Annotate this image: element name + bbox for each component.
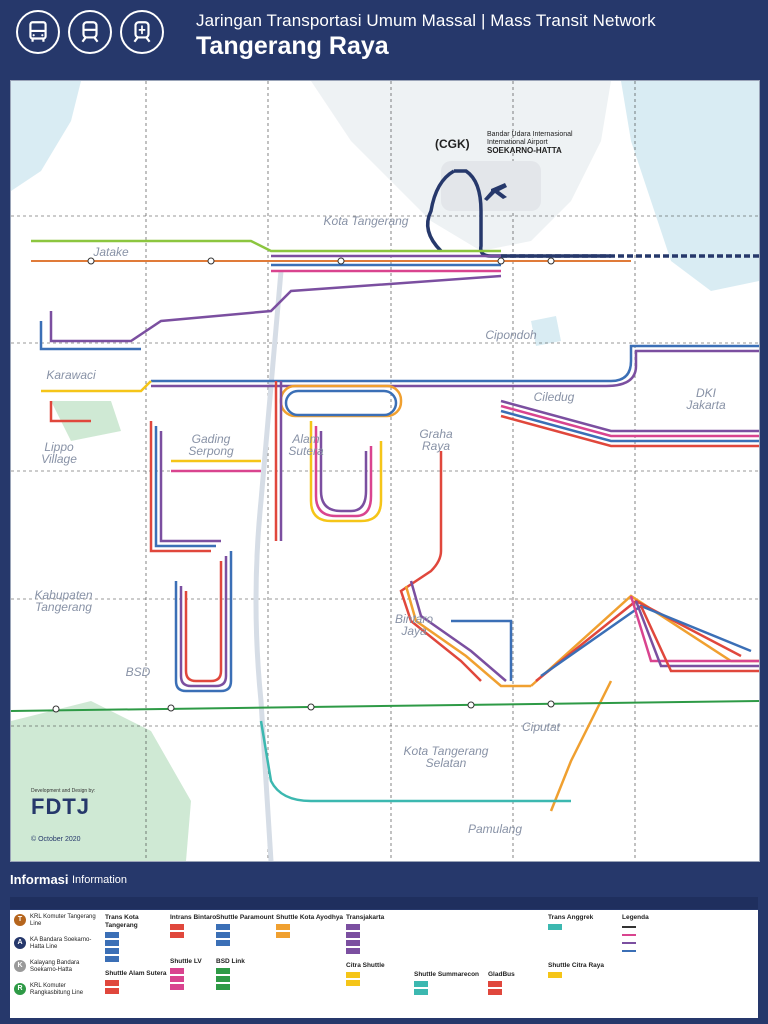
fdtj-logo: FDTJ	[31, 794, 90, 819]
airport-name-line3: SOEKARNO-HATTA	[487, 146, 562, 155]
airport-name-line2: International Airport	[487, 139, 548, 146]
credits-block: Development and Design by: FDTJ © Octobe…	[31, 788, 111, 843]
airport-train-icon	[120, 10, 164, 54]
area-dki-jakarta: DKI Jakarta	[686, 386, 726, 412]
airport-icon	[484, 183, 507, 201]
legend-panel: T KRL Komuter Tangerang Line A KA Bandar…	[10, 910, 758, 1018]
airport-name-line1: Bandar Udara Internasional	[487, 131, 573, 138]
legend-group: Trans Anggrek Shuttle Citra Raya	[548, 914, 620, 980]
legend-group: Trans Kota Tangerang Shuttle Alam Sutera	[105, 914, 167, 996]
area-graha-raya: Graha Raya	[419, 427, 453, 453]
river	[253, 270, 284, 861]
area-cipondoh: Cipondoh	[485, 328, 537, 342]
map-grid	[11, 81, 759, 861]
legend-group-title: Intrans Bintaro	[170, 914, 217, 921]
legend-krl-item: T KRL Komuter Tangerang Line	[14, 914, 104, 937]
legend-group-title: Shuttle Kota Ayodhya	[276, 914, 344, 921]
map-title: Jaringan Transportasi Umum Massal | Mass…	[196, 11, 656, 30]
area-bintaro-jaya: Bintaro Jaya	[394, 612, 434, 638]
area-jatake: Jatake	[93, 245, 129, 259]
legend-group-title: Transjakarta	[346, 914, 385, 921]
krl-line-name: KRL Komuter Tangerang Line	[30, 914, 96, 927]
legend-group: Shuttle Kota Ayodhya	[276, 914, 346, 940]
legend-group-title: Citra Shuttle	[346, 962, 385, 969]
train-icon	[68, 10, 112, 54]
info-title: Informasi	[10, 872, 69, 887]
krl-line-badge: T	[14, 914, 26, 926]
area-kota-tangerang: Kota Tangerang	[323, 214, 409, 228]
map-subtitle: Tangerang Raya	[196, 32, 389, 60]
legend-group-title: BSD Link	[216, 958, 245, 965]
area-pamulang: Pamulang	[467, 822, 523, 836]
transit-map[interactable]: Kota Tangerang Jatake Karawaci Lippo Vil…	[10, 80, 760, 862]
header: Jaringan Transportasi Umum Massal | Mass…	[0, 0, 768, 70]
airport-code: (CGK)	[435, 137, 470, 151]
airport-name: Bandar Udara Internasional International…	[487, 131, 573, 155]
map-canvas	[11, 81, 759, 861]
legend-group-title: Trans Kota Tangerang	[105, 914, 139, 929]
legend-group-title: Shuttle Summarecon	[414, 971, 480, 978]
area-ciledug: Ciledug	[533, 390, 575, 404]
area-lippo-village: Lippo Village	[41, 440, 77, 466]
lake	[531, 316, 561, 346]
krl-rangkasbitung-line	[11, 700, 759, 712]
area-gading-serpong: Gading Serpong	[188, 432, 234, 458]
credits-developed: Development and Design by:	[31, 788, 96, 794]
legend-group-title: Trans Anggrek	[548, 914, 594, 921]
airport-terminal	[441, 161, 541, 211]
krl-line-name: KRL Komuter Rangkasbitung Line	[30, 983, 84, 996]
legend-header	[10, 897, 758, 909]
legend-group: Transjakarta Citra Shuttle	[346, 914, 406, 988]
legend-group-title: Legenda	[622, 914, 649, 921]
legend-group-title: Shuttle Alam Sutera	[105, 970, 167, 977]
legend-group-title: GladBus	[488, 971, 515, 978]
legend-krl-item: K Kalayang Bandara Soekarno-Hatta	[14, 960, 104, 983]
legend-krl-item: A KA Bandara Soekarno-Hatta Line	[14, 937, 104, 960]
krl-line-badge: R	[14, 983, 26, 995]
legend-group: Legenda	[622, 914, 752, 956]
bus-icon	[16, 10, 60, 54]
legend-group-title: Shuttle LV	[170, 958, 202, 965]
legend-krl-item: R KRL Komuter Rangkasbitung Line	[14, 983, 104, 1006]
mode-icons	[16, 10, 164, 54]
north-water	[11, 81, 81, 191]
info-bar: Informasi Information	[0, 868, 768, 892]
legend-group: Shuttle Summarecon	[414, 914, 488, 997]
legend-group-title: Shuttle Citra Raya	[548, 962, 604, 969]
krl-line-name: Kalayang Bandara Soekarno-Hatta	[30, 960, 80, 973]
sea-area	[621, 81, 759, 291]
legend-krl-column: T KRL Komuter Tangerang Line A KA Bandar…	[14, 914, 104, 1006]
area-alam-sutera: Alam Sutera	[288, 432, 324, 458]
area-bsd: BSD	[125, 665, 151, 679]
area-karawaci: Karawaci	[46, 368, 96, 382]
area-kabupaten-tangerang: Kabupaten Tangerang	[34, 588, 93, 614]
info-subtitle: Information	[72, 874, 128, 886]
legend-group-title: Shuttle Paramount	[216, 914, 274, 921]
krl-line-badge: A	[14, 937, 26, 949]
krl-line-name: KA Bandara Soekarno-Hatta Line	[30, 937, 92, 950]
legend-group: Shuttle Paramount BSD Link	[216, 914, 278, 992]
credits-date: © October 2020	[31, 836, 81, 843]
legend-group: GladBus	[488, 914, 548, 997]
area-ciputat: Ciputat	[521, 720, 561, 734]
krl-line-badge: K	[14, 960, 26, 972]
area-kota-tangerang-selatan: Kota Tangerang Selatan	[403, 744, 489, 770]
legend-group: Intrans Bintaro Shuttle LV	[170, 914, 230, 992]
